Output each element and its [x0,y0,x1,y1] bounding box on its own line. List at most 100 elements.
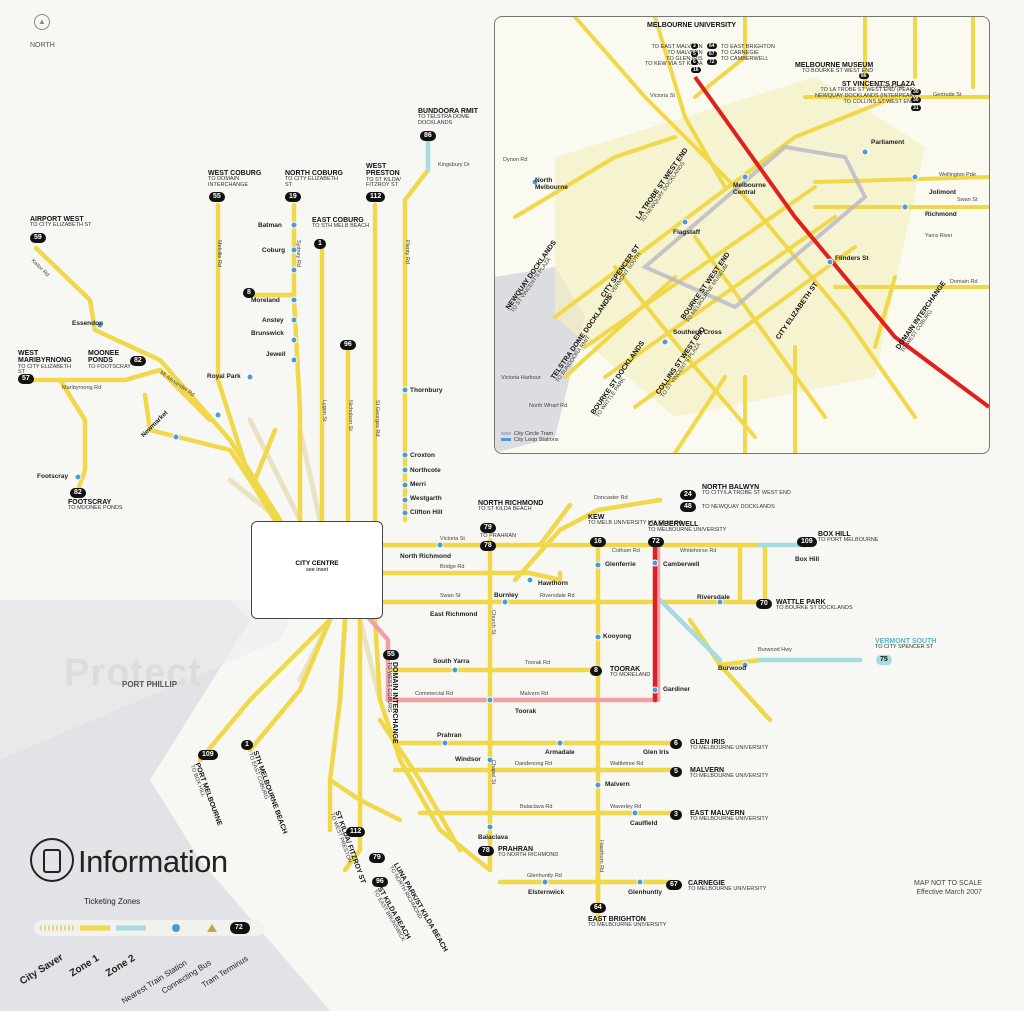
station-label[interactable]: Caulfield [630,820,658,827]
route-badge[interactable]: 78 [478,846,494,857]
route-badge[interactable]: 19 [285,192,301,203]
station-label[interactable]: Hawthorn [538,580,568,587]
station-label[interactable]: Riversdale [697,594,730,601]
inset-route-badge[interactable]: 64 [707,43,717,49]
route-badge[interactable]: 5 [670,767,682,778]
station-label[interactable]: Elsternwick [528,889,565,896]
route-badge[interactable]: 82 [130,356,146,367]
route-badge[interactable]: 57 [18,374,34,385]
route-badge[interactable]: 48 [680,502,696,513]
station-label[interactable]: East Richmond [430,611,478,618]
inset-street-label: Swan St [957,197,978,203]
station-label[interactable]: Armadale [545,749,575,756]
station-label[interactable]: Clifton Hill [410,509,443,516]
station-label[interactable]: Jewell [266,351,286,358]
route-label: TO PRAHRAN [480,533,516,539]
station-label[interactable]: Glenferrie [605,561,636,568]
station-label[interactable]: Prahran [437,732,462,739]
route-badge[interactable]: 82 [70,488,86,499]
route-badge[interactable]: 1 [241,740,253,751]
station-label[interactable]: Camberwell [663,561,700,568]
station-label[interactable]: Gardiner [663,686,691,693]
route-badge[interactable]: 8 [243,288,255,299]
route-badge[interactable]: 24 [680,490,696,501]
route-badge[interactable]: 16 [590,537,606,548]
route-badge[interactable]: 64 [590,903,606,914]
station-label[interactable]: Thornbury [410,387,443,394]
route-badge[interactable]: 8 [590,666,602,677]
route-badge[interactable]: 67 [666,880,682,891]
route-badge[interactable]: 109 [797,537,817,548]
inset-street-label: Wellington Pde [939,172,976,178]
route-badge[interactable]: 6 [670,739,682,750]
station-label[interactable]: Westgarth [410,495,442,502]
route-badge[interactable]: 3 [670,810,682,821]
inset-station-label[interactable]: Flinders St [835,255,869,262]
station-label[interactable]: Burwood [718,665,747,672]
station-label[interactable]: Kooyong [603,633,632,640]
inset-station-label[interactable]: Richmond [925,211,957,218]
route-badge[interactable]: 79 [480,523,496,534]
scale-note-line2: Effective March 2007 [916,889,982,897]
inset-route-badge[interactable]: 67 [707,51,717,57]
station-label[interactable]: Footscray [37,473,69,480]
inset-route-badge[interactable]: 30 [911,97,921,103]
inset-station-label[interactable]: Flagstaff [673,229,701,236]
inset-route-badge[interactable]: 72 [707,59,717,65]
station-label[interactable]: Essendon [72,320,104,327]
route-badge[interactable]: 72 [648,537,664,548]
route-badge[interactable]: 112 [366,192,386,203]
station-label[interactable]: Glen Iris [643,749,670,756]
inset-route-badge[interactable]: 86 [859,73,869,79]
station-label[interactable]: Malvern [605,781,630,788]
route-badge[interactable]: 55 [209,192,225,203]
inset-station-label[interactable]: North Melbourne [535,177,568,191]
station-label[interactable]: Glenhuntly [628,889,662,896]
route-badge[interactable]: 78 [480,541,496,552]
route-badge[interactable]: 70 [756,599,772,610]
station-label[interactable]: Merri [410,481,426,488]
route-badge[interactable]: 112 [346,827,366,838]
station-label[interactable]: Brunswick [251,330,284,337]
route-badge[interactable]: 79 [369,853,385,864]
route-badge[interactable]: 96 [340,340,356,351]
route-badge[interactable]: 55 [383,650,399,661]
inset-station-label[interactable]: Southern Cross [673,329,722,336]
route-badge[interactable]: 59 [30,233,46,244]
station-label[interactable]: South Yarra [433,658,470,665]
inset-route-badge[interactable]: 5 [691,51,698,57]
route-badge[interactable]: 96 [372,877,388,888]
station-label[interactable]: Anstey [262,317,284,324]
station-label[interactable]: Balaclava [478,834,508,841]
inset-street-label: Domain Rd [950,279,978,285]
station-label[interactable]: Croxton [410,452,435,459]
inset-route-badge[interactable]: 31 [911,105,921,111]
inset-route-badge[interactable]: 3 [691,43,698,49]
inset-route-badge[interactable]: 16 [691,67,701,73]
inset-station-label[interactable]: Parliament [871,139,905,146]
inset-station-label[interactable]: Melbourne Central [733,182,766,196]
station-label[interactable]: Box Hill [795,556,820,563]
inset-route-badge[interactable]: 6 [691,59,698,65]
station-label[interactable]: Batman [258,222,282,229]
route-badge[interactable]: 109 [198,750,218,761]
station-label[interactable]: Royal Park [207,373,241,380]
route-badge[interactable]: 86 [420,131,436,142]
station-label[interactable]: Toorak [515,708,537,715]
station-label[interactable]: Burnley [494,592,519,599]
station-label[interactable]: Moreland [251,297,280,304]
route-badge[interactable]: 75 [876,655,892,666]
route-badge[interactable]: 1 [314,239,326,250]
inset-route-badge[interactable]: 30 [911,89,921,95]
station-label[interactable]: North Richmond [400,553,451,560]
station-label[interactable]: Windsor [455,756,481,763]
city-centre-box[interactable]: CITY CENTRE see inset [251,521,383,619]
street-label: Riversdale Rd [540,593,575,599]
inset-station-label[interactable]: Jolimont [929,189,957,196]
station-label[interactable]: Northcote [410,467,441,474]
station-label[interactable]: Coburg [262,247,286,254]
